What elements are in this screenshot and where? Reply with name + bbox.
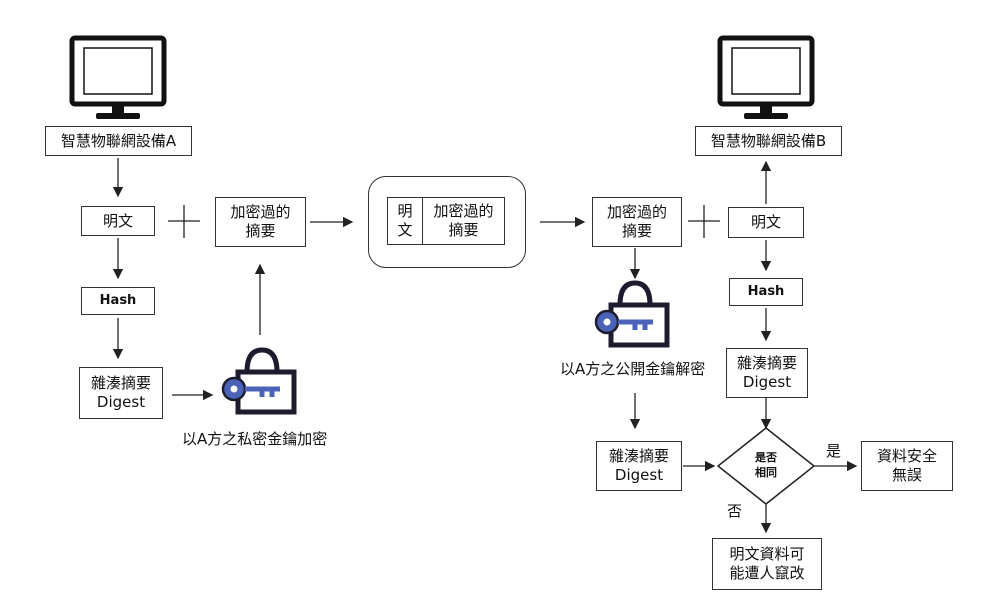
computer-monitor-icon — [69, 35, 167, 119]
lock-key-icon — [221, 347, 297, 415]
no-label: 否 — [727, 502, 743, 520]
hash-box-a: Hash — [81, 287, 155, 315]
packet-encrypted-digest: 加密過的 摘要 — [422, 197, 505, 245]
device-a-label: 智慧物聯網設備A — [45, 126, 192, 156]
encrypt-caption: 以A方之私密金鑰加密 — [182, 430, 328, 448]
encrypted-digest-box-b: 加密過的 摘要 — [592, 197, 682, 247]
lock-key-icon — [594, 280, 670, 348]
result-tampered-box: 明文資料可 能遭人竄改 — [712, 538, 822, 590]
decision-label: 是否 相同 — [755, 451, 777, 479]
decrypted-digest-box: 雜湊摘要 Digest — [596, 441, 682, 491]
encrypted-digest-box-a: 加密過的 摘要 — [215, 197, 306, 247]
hash-box-b: Hash — [729, 278, 803, 306]
device-b-label: 智慧物聯網設備B — [695, 126, 842, 156]
yes-label: 是 — [826, 442, 842, 460]
computer-monitor-icon — [717, 35, 815, 119]
digest-box-b: 雜湊摘要 Digest — [726, 348, 808, 398]
plaintext-box-b: 明文 — [728, 207, 804, 238]
packet-plaintext: 明 文 — [387, 197, 423, 245]
plaintext-box-a: 明文 — [81, 206, 155, 236]
transmitted-packet — [368, 176, 526, 268]
decision-diamond — [716, 427, 816, 505]
digest-box-a: 雜湊摘要 Digest — [79, 367, 163, 419]
result-safe-box: 資料安全 無誤 — [861, 441, 953, 491]
decrypt-caption: 以A方之公開金鑰解密 — [560, 360, 706, 378]
